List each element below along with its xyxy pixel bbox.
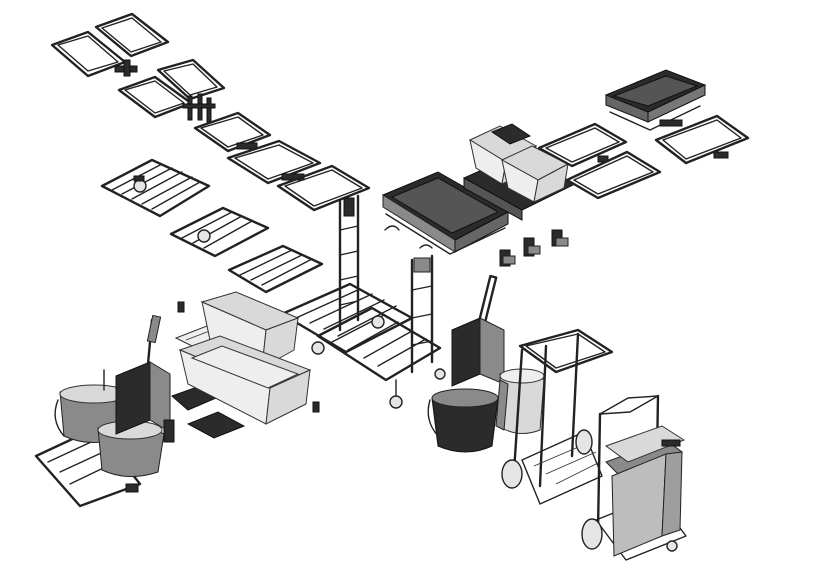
slatted-shelf-lower [227, 244, 324, 294]
small-dark-tray [604, 69, 707, 131]
wringer-bucket-right [427, 274, 505, 453]
grey-bucket-small [495, 368, 545, 434]
bracket-posts [182, 93, 216, 123]
central-cart-frame [280, 194, 446, 409]
frame-far-right [654, 114, 750, 165]
frame-right-upper [537, 122, 628, 168]
bucket-tray [462, 123, 577, 221]
large-dark-tray [381, 171, 510, 255]
waste-bin [604, 425, 686, 557]
slatted-shelf-upper [100, 158, 211, 218]
slatted-shelf-middle [169, 206, 270, 258]
frame-row4 [226, 139, 322, 185]
wringer-press-left [103, 314, 175, 443]
frame-top-b [94, 12, 170, 58]
frame-row2-a [117, 75, 193, 119]
frame-clips-1 [114, 59, 138, 77]
frame-right-lower [565, 150, 662, 200]
frame-row2-b [156, 58, 226, 101]
frame-row5 [276, 164, 371, 212]
grey-tub-lower [178, 335, 312, 425]
frame-row3 [193, 111, 272, 153]
mounting-clips [177, 155, 609, 413]
trolley-frame-right [501, 328, 614, 505]
frame-clips-2 [236, 142, 258, 150]
